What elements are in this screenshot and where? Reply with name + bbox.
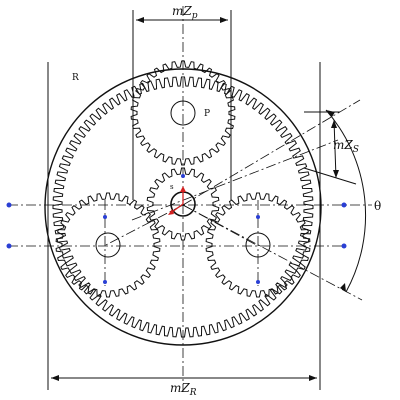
planet-gear-left: [55, 192, 161, 298]
ring-gear-teeth: [52, 76, 314, 338]
dim-mzs-label: mZS: [333, 138, 359, 155]
planet-gear-right: [205, 192, 311, 298]
planet-gear-left-teeth: [55, 192, 161, 298]
ring-gear-outer-rim: [44, 68, 322, 346]
sun-force-arrows: [168, 186, 186, 215]
dimension-lines: [47, 10, 367, 390]
sun-gear-label: s: [170, 183, 174, 191]
angle-theta-label: θ: [374, 199, 381, 213]
ring-gear-label: R: [72, 73, 79, 83]
dimension-arrowheads: [51, 17, 346, 381]
dim-mzp-label: mZp: [172, 4, 198, 21]
planet-gear-top-teeth: [130, 60, 236, 166]
dim-mzr-label: mZR: [170, 381, 197, 398]
sun-gear-teeth: [146, 167, 220, 241]
planet-gear-left-bore: [95, 232, 121, 258]
planet-gear-right-bore: [245, 232, 271, 258]
planet-gear-right-teeth: [205, 192, 311, 298]
ring-gear: [44, 68, 322, 346]
planet-gear-top-bore: [170, 100, 196, 126]
planet-gear-top: [130, 60, 236, 166]
planet-gear-label: P: [204, 109, 210, 119]
axis-dots: [6, 174, 347, 284]
